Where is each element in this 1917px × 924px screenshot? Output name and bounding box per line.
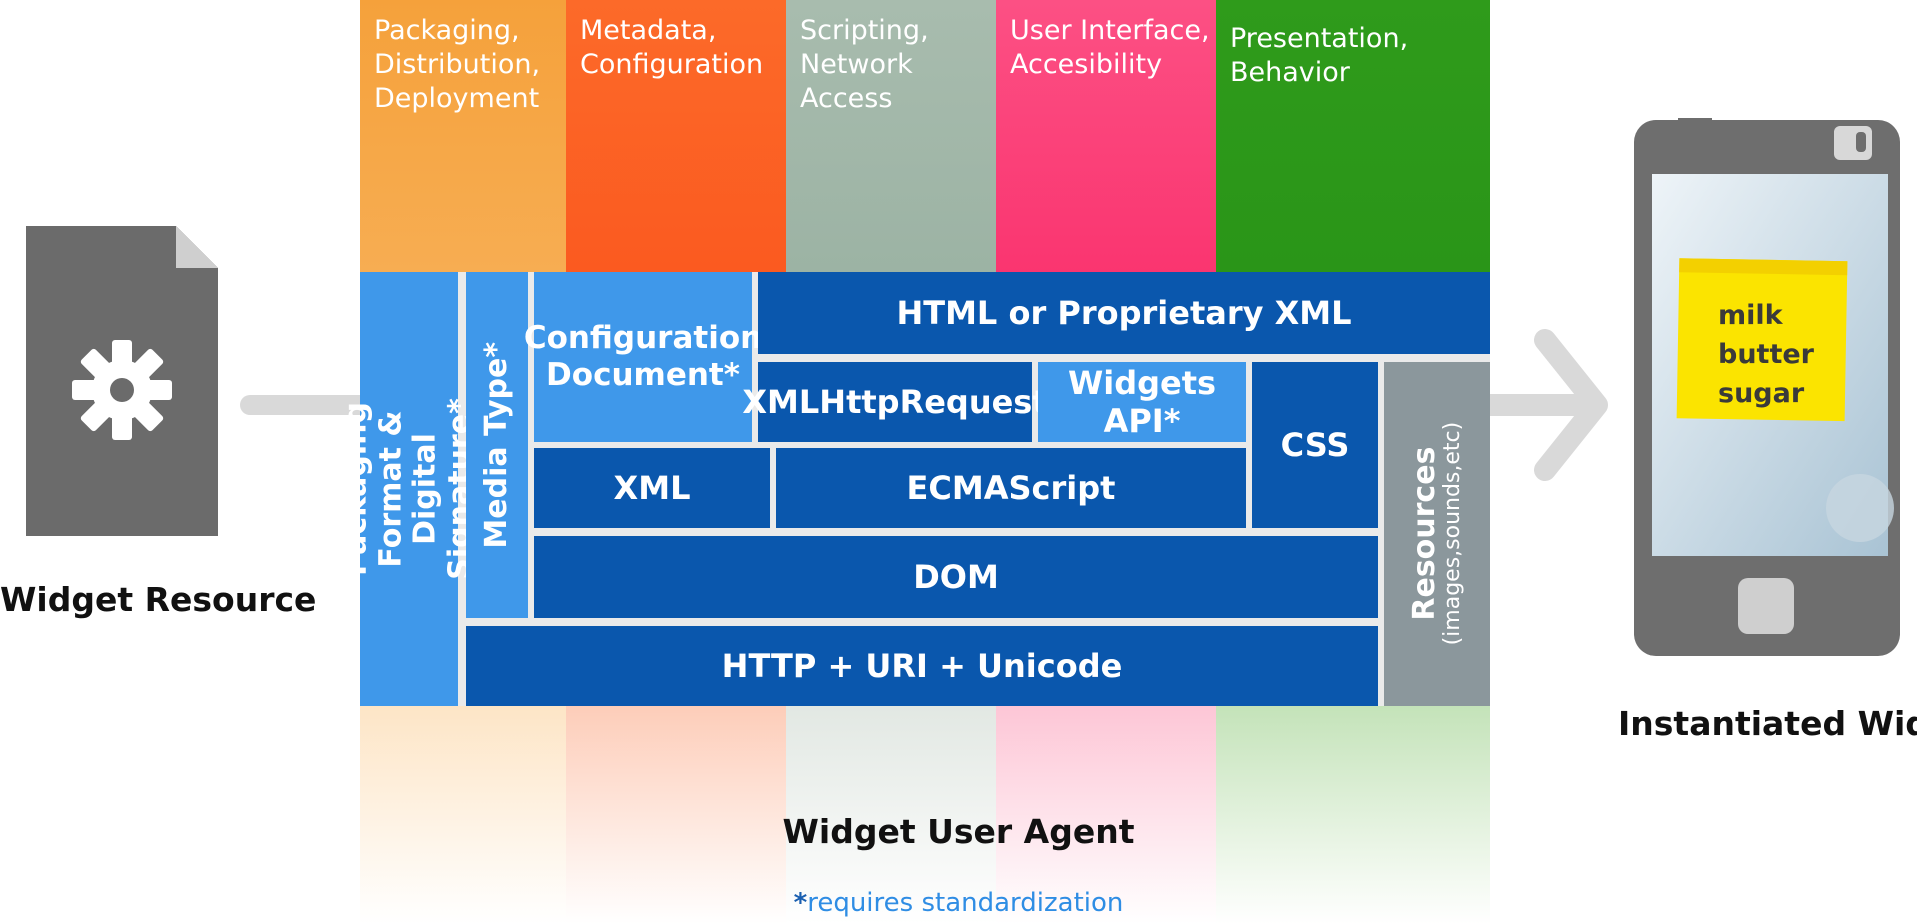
resources-label: Resources — [1407, 446, 1443, 622]
ecmascript-box: ECMAScript — [776, 448, 1246, 528]
column-presentation: Presentation, Behavior — [1216, 0, 1490, 924]
resources-sublabel: (images,sounds,etc) — [1440, 422, 1466, 646]
column-ui-label: User Interface, Accesibility — [1010, 15, 1210, 80]
configuration-document-box: Configuration Document* — [524, 272, 762, 442]
column-metadata-top — [566, 0, 786, 272]
column-ui-top — [996, 0, 1216, 272]
note-line-1: milk — [1718, 300, 1783, 331]
column-presentation-label: Presentation, Behavior — [1230, 23, 1409, 88]
column-metadata-bottom — [566, 706, 786, 924]
packaging-format-label: Packaging Format & Digital Signature* — [339, 398, 478, 580]
xml-box: XML — [534, 448, 770, 528]
column-scripting-bottom — [786, 706, 996, 924]
gear-file-icon — [26, 226, 218, 536]
widget-resource-caption: Widget Resource — [0, 580, 317, 619]
note-line-2: butter — [1718, 339, 1814, 371]
column-scripting-top — [786, 0, 996, 272]
phone-icon — [1634, 118, 1900, 656]
media-type-label: Media Type* — [478, 341, 514, 549]
column-presentation-bottom — [1216, 706, 1490, 924]
column-packaging-bottom — [360, 706, 566, 924]
footnote-text: requires standardization — [807, 888, 1124, 918]
html-box: HTML or Proprietary XML — [758, 272, 1490, 354]
packaging-format-box: Packaging Format & Digital Signature* — [339, 272, 478, 706]
column-packaging-label: Packaging, Distribution, Deployment — [374, 15, 541, 114]
sticky-note: milk butter sugar — [1718, 296, 1814, 413]
column-scripting: Scripting, Network Access — [786, 0, 996, 924]
instantiated-widget-caption: Instantiated Widget — [1618, 704, 1917, 743]
resources-label-group: Resources (images,sounds,etc) — [1407, 422, 1466, 646]
xmlhttprequest-box: XMLHttpRequest — [742, 362, 1048, 442]
note-line-3: sugar — [1718, 378, 1805, 410]
input-arrow — [240, 395, 365, 415]
column-scripting-label: Scripting, Network Access — [800, 15, 929, 114]
widget-user-agent-label: Widget User Agent — [782, 812, 1135, 851]
css-box: CSS — [1252, 362, 1378, 528]
column-presentation-top — [1216, 0, 1490, 272]
resources-box: Resources (images,sounds,etc) — [1384, 362, 1490, 706]
column-metadata: Metadata, Configuration — [566, 0, 786, 924]
dom-box: DOM — [534, 536, 1378, 618]
widgets-api-box: Widgets API* — [1038, 362, 1246, 442]
footnote-star: * — [793, 888, 808, 918]
column-packaging-top — [360, 0, 566, 272]
column-ui: User Interface, Accesibility — [996, 0, 1216, 924]
media-type-box: Media Type* — [466, 272, 528, 618]
footnote: *requires standardization — [0, 888, 1917, 918]
column-metadata-label: Metadata, Configuration — [580, 15, 764, 80]
http-box: HTTP + URI + Unicode — [466, 626, 1378, 706]
column-ui-bottom — [996, 706, 1216, 924]
column-packaging: Packaging, Distribution, Deployment — [360, 0, 566, 924]
output-arrow-icon — [1485, 329, 1608, 481]
